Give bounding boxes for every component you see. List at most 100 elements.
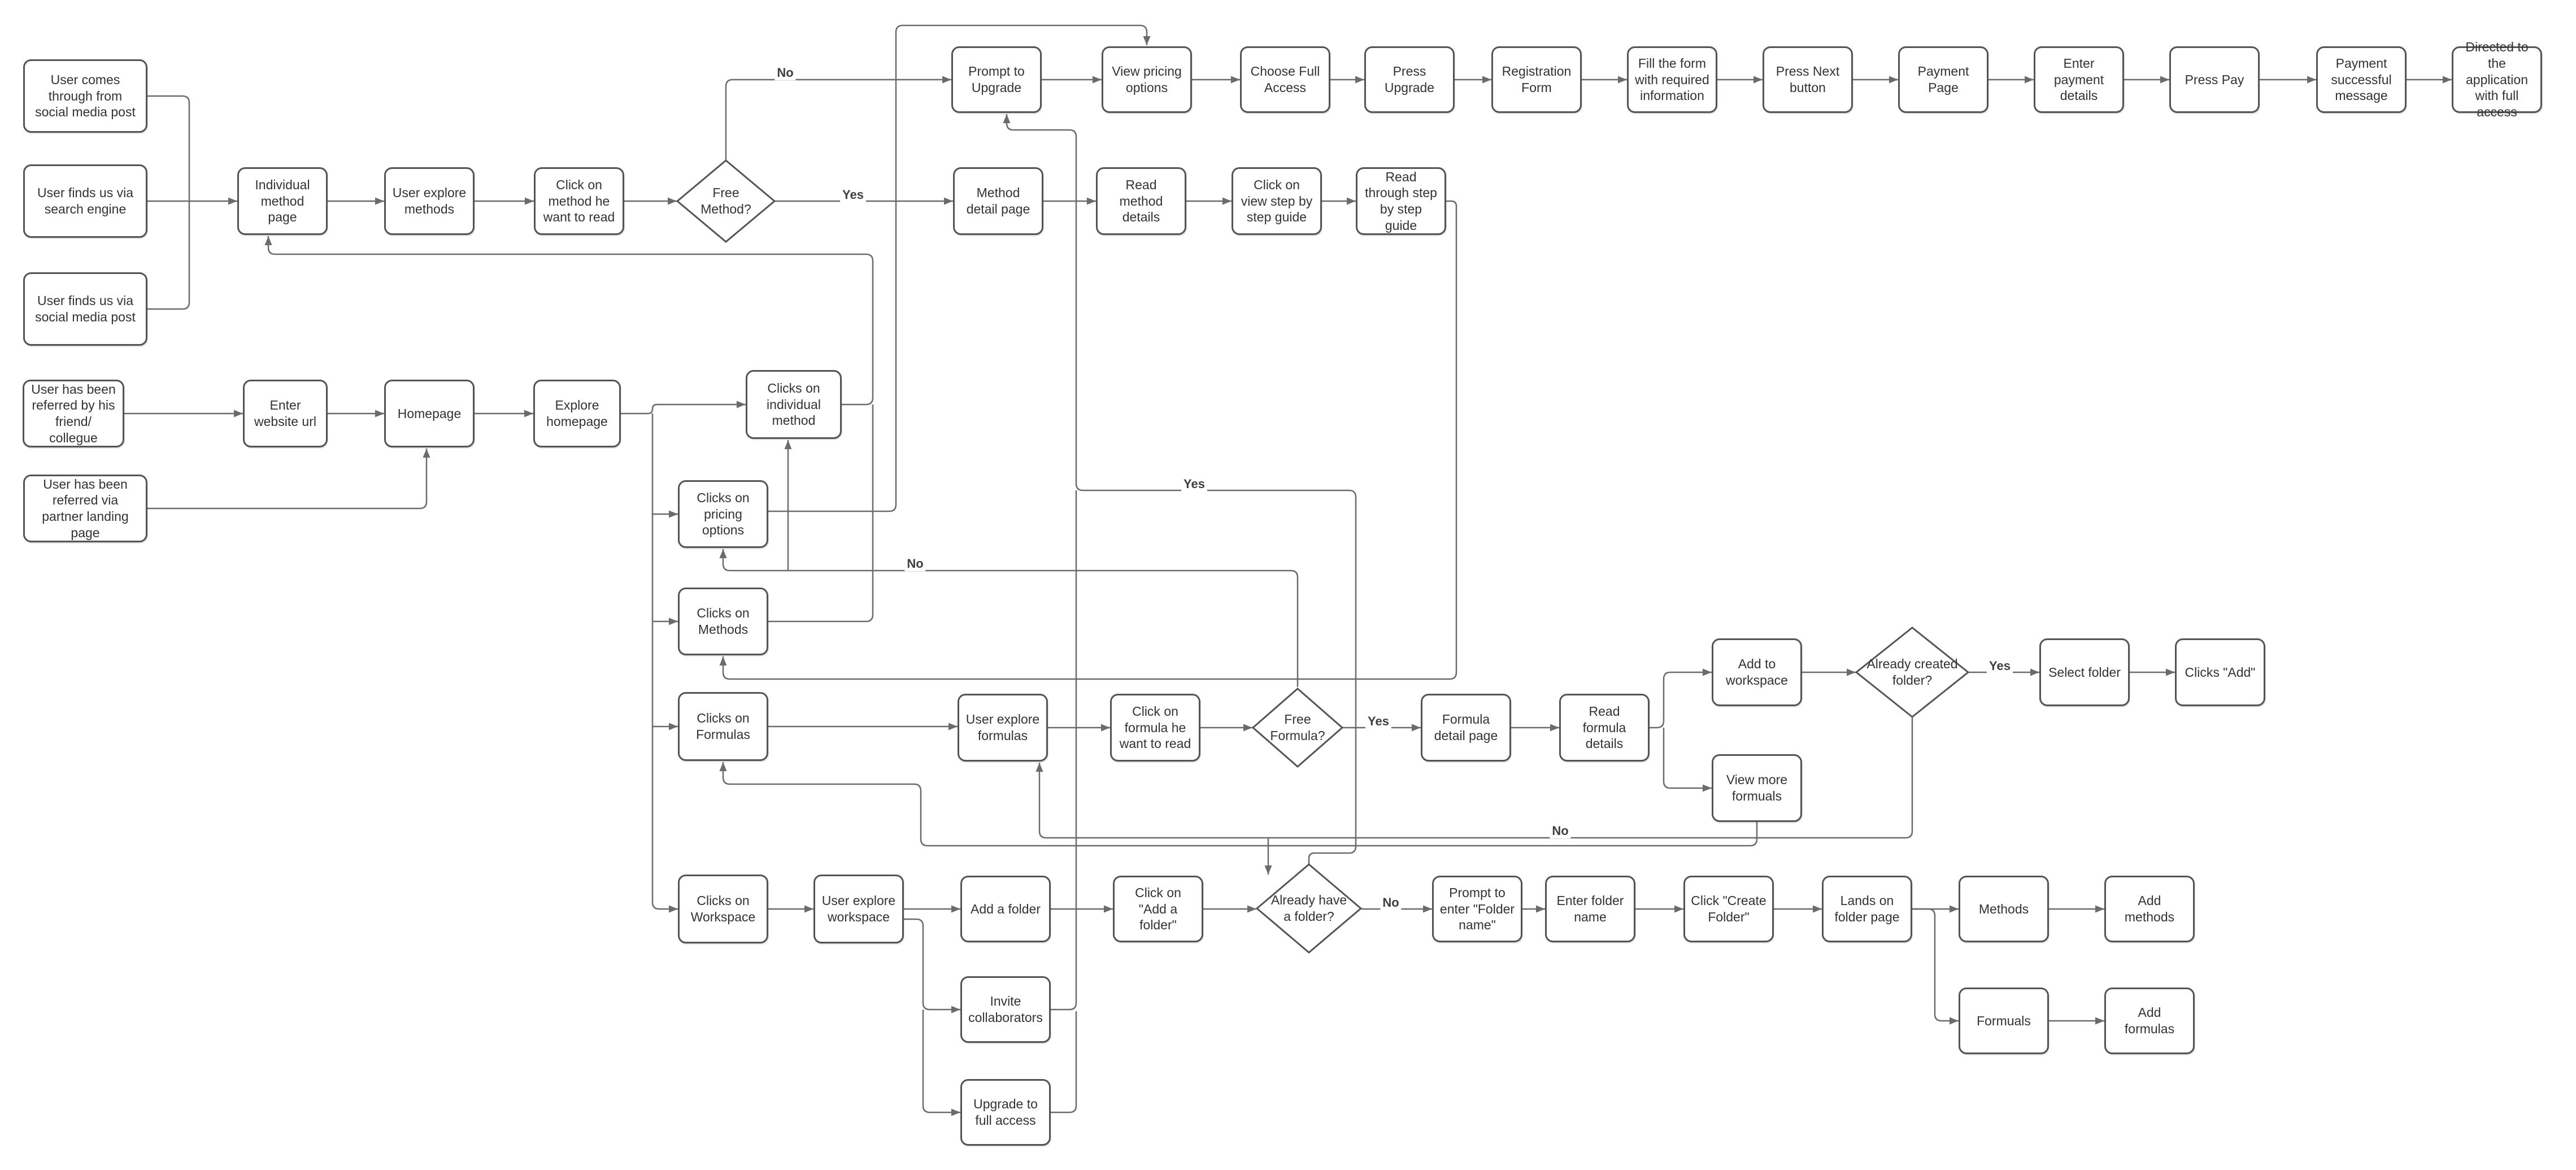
edge-explorews-to-upgrade (922, 1010, 960, 1114)
edge-explorews-to-addfolder-arrowhead (951, 905, 960, 913)
edge-create-to-lands-arrowhead (1813, 905, 1822, 913)
edge-formuals-to-addformulas-arrowhead (2095, 1017, 2104, 1025)
node-press-pay-label: Press Pay (2185, 72, 2244, 87)
edge-lands-to-methods-arrowhead (1950, 905, 1959, 913)
edge-partner-to-homepage (147, 449, 428, 510)
node-already-have-folder: Already have a folder? (1255, 863, 1363, 954)
node-prompt-upgrade: Prompt to Upgrade (951, 46, 1042, 113)
edge-clicksws-to-explore-arrowhead (804, 905, 813, 913)
edge-clicks-pricing-to-view (768, 24, 1148, 512)
node-individual-method-page: Individual method page (237, 167, 328, 235)
edge-search-to-individual-arrowhead (228, 197, 237, 205)
node-click-method-read-label: Click on method he want to read (543, 177, 615, 225)
node-read-method-details: Read method details (1096, 167, 1186, 235)
node-entry-partner-landing-label: User has been referred via partner landi… (42, 476, 129, 540)
edge-clicks-methods-merge (768, 405, 874, 623)
node-already-created-folder-shape (1855, 627, 1970, 718)
node-clicks-individual-method-label: Clicks on individual method (767, 380, 821, 428)
node-clicks-pricing-options: Clicks on pricing options (678, 480, 768, 548)
node-payment-page: Payment Page (1898, 46, 1988, 113)
edge-lands-to-formuals-arrowhead (1950, 1017, 1959, 1025)
node-read-through-guide-label: Read through step by step guide (1365, 169, 1437, 233)
node-free-formula: Free Formula? (1251, 688, 1344, 768)
node-select-folder: Select folder (2039, 638, 2130, 706)
node-user-explore-workspace-label: User explore workspace (821, 893, 896, 924)
edge-prompt-to-pricing-arrowhead (1093, 76, 1102, 84)
node-clicks-add: Clicks "Add" (2175, 638, 2265, 706)
node-user-explore-formulas-label: User explore formulas (965, 712, 1040, 743)
edge-press-to-registration-arrowhead (1482, 76, 1491, 84)
edge-selectfolder-to-add-arrowhead (2166, 668, 2175, 676)
node-view-more-formulas-label: View more formuals (1726, 772, 1788, 803)
node-entry-search-engine: User finds us via search engine (23, 164, 147, 238)
edge-freemethod-no (725, 79, 951, 161)
edge-invite-merge (1051, 490, 1077, 1011)
edge-alreadycreated-no (1038, 717, 1913, 839)
edge-label-yes-1: Yes (840, 188, 866, 202)
edge-explore-to-clicks-individual (621, 403, 746, 415)
edge-label-no-7: No (1380, 895, 1402, 910)
node-clicks-methods: Clicks on Methods (678, 588, 768, 655)
node-directed-full-access-label: Directed to the application with full ac… (2465, 40, 2529, 120)
node-entry-social-post: User comes through from social media pos… (23, 59, 147, 133)
edge-split-to-workspace (651, 414, 678, 910)
edge-freeformula-no-branch-arrowhead (784, 440, 792, 449)
node-clicks-add-label: Clicks "Add" (2185, 664, 2256, 680)
node-click-method-read: Click on method he want to read (534, 167, 624, 235)
node-clicks-formulas: Clicks on Formulas (678, 692, 768, 761)
node-add-formulas-label: Add formulas (2124, 1005, 2175, 1036)
edge-label-no-0: No (774, 66, 796, 80)
node-fill-form-label: Fill the form with required information (1635, 55, 1709, 103)
node-click-view-guide: Click on view step by step guide (1232, 167, 1322, 235)
node-read-method-details-label: Read method details (1119, 177, 1163, 225)
node-user-explore-methods: User explore methods (384, 167, 475, 235)
edge-partner-to-homepage-arrowhead (423, 449, 430, 458)
node-clicks-workspace: Clicks on Workspace (678, 875, 768, 943)
edge-label-no-3: No (904, 556, 926, 571)
node-free-method: Free Method? (676, 159, 776, 243)
edge-clickformula-to-free-arrowhead (1243, 724, 1252, 732)
node-already-have-folder-shape (1255, 863, 1363, 954)
edge-clicks-individual-loop-arrowhead (264, 236, 272, 245)
edge-alreadyhave-no-arrowhead (1423, 905, 1432, 913)
node-explore-homepage-label: Explore homepage (546, 398, 608, 429)
edge-explorews-to-invite-arrowhead (951, 1006, 960, 1014)
node-entry-referred-friend: User has been referred by his friend/ co… (23, 380, 124, 447)
node-already-created-folder-label: Already created folder? (1866, 656, 1958, 688)
edge-read-to-viewguide-arrowhead (1222, 197, 1232, 205)
node-formuals-label: Formuals (1977, 1013, 2031, 1028)
edge-formuladetail-to-read-arrowhead (1550, 724, 1559, 732)
node-entry-social-media: User finds us via social media post (23, 272, 147, 346)
node-add-a-folder-label: Add a folder (970, 901, 1041, 916)
node-choose-full-access: Choose Full Access (1240, 46, 1330, 113)
edge-next-to-payment-arrowhead (1889, 76, 1898, 84)
node-payment-page-label: Payment Page (1917, 64, 1969, 95)
edge-alreadycreated-no-arrowhead (1035, 763, 1043, 772)
edge-exploreformulas-to-click-arrowhead (1101, 724, 1110, 732)
node-free-method-label: Free Method? (700, 185, 751, 216)
node-add-to-workspace-label: Add to workspace (1726, 656, 1788, 688)
edge-split-to-pricing-arrowhead (669, 510, 678, 518)
node-read-formula-details-label: Read formula details (1582, 703, 1626, 751)
edge-readthrough-loop-methods (722, 200, 1457, 680)
node-free-method-shape (676, 159, 776, 243)
edge-url-to-homepage-arrowhead (375, 410, 384, 417)
node-prompt-folder-name-label: Prompt to enter "Folder name" (1439, 885, 1515, 933)
edge-pay-to-success-arrowhead (2307, 76, 2316, 84)
node-view-pricing-options-label: View pricing options (1112, 64, 1182, 95)
node-view-pricing-options: View pricing options (1102, 46, 1192, 113)
node-enter-website-url: Enter website url (243, 380, 328, 447)
node-entry-social-post-label: User comes through from social media pos… (35, 72, 136, 120)
node-payment-success: Payment successful message (2316, 46, 2407, 113)
node-method-detail-page-label: Method detail page (966, 185, 1030, 216)
node-read-formula-details: Read formula details (1559, 694, 1650, 762)
node-click-view-guide-label: Click on view step by step guide (1241, 177, 1313, 225)
node-formuals: Formuals (1959, 988, 2049, 1054)
edge-addws-to-alreadycreated-arrowhead (1847, 668, 1856, 676)
edge-readformula-to-addws (1650, 671, 1712, 729)
edge-alreadycreated-no-branch-arrowhead (1264, 865, 1272, 875)
node-add-methods-label: Add methods (2124, 893, 2175, 924)
edge-alreadycreated-yes-arrowhead (2030, 668, 2039, 676)
node-user-explore-methods-label: User explore methods (392, 185, 467, 216)
